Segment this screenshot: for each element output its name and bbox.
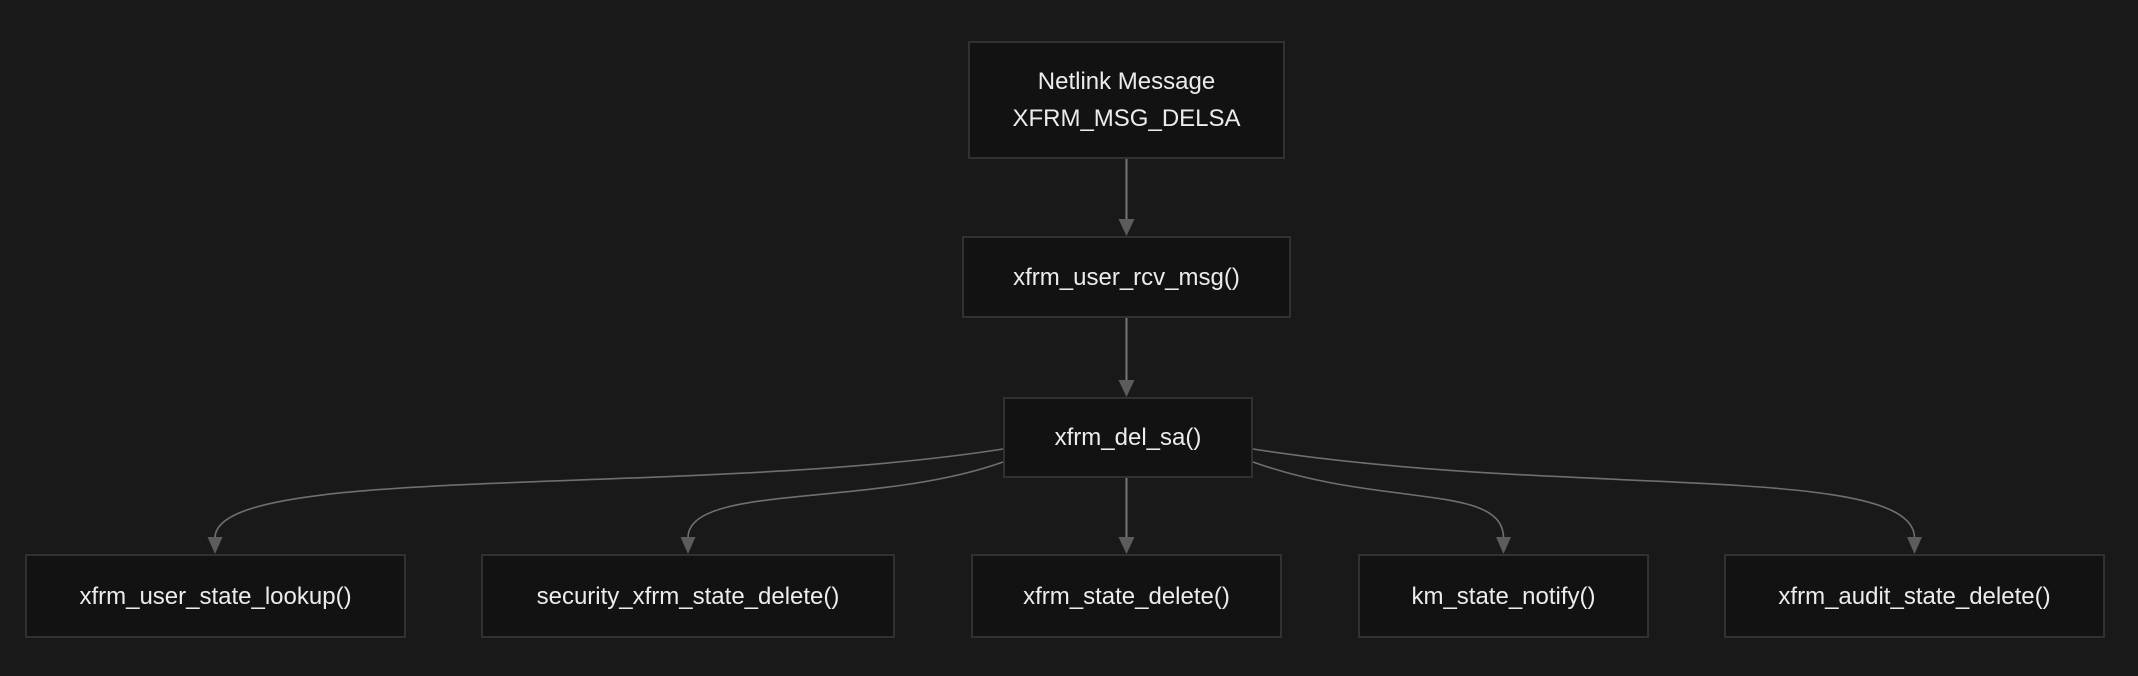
arrowhead-del-sa (1118, 380, 1135, 397)
arrowhead-security-delete (680, 537, 696, 554)
node-netlink-message-line2: XFRM_MSG_DELSA (1012, 105, 1241, 132)
node-netlink-message-line1: Netlink Message (1037, 68, 1216, 95)
node-xfrm-audit-state-delete-label: xfrm_audit_state_delete() (1778, 582, 2051, 610)
arrowhead-state-delete (1118, 537, 1135, 554)
node-xfrm-del-sa: xfrm_del_sa() (1003, 397, 1253, 478)
arrowhead-km-notify (1496, 537, 1511, 554)
arrowhead-lookup (207, 537, 223, 554)
node-km-state-notify-label: km_state_notify() (1411, 582, 1596, 610)
node-xfrm-user-state-lookup-label: xfrm_user_state_lookup() (79, 582, 352, 610)
node-xfrm-state-delete-label: xfrm_state_delete() (1023, 582, 1230, 610)
node-netlink-message: Netlink Message XFRM_MSG_DELSA (968, 41, 1285, 159)
edge-del-sa-to-audit-delete (1252, 448, 1916, 539)
node-xfrm-user-rcv-msg: xfrm_user_rcv_msg() (962, 236, 1291, 318)
node-xfrm-del-sa-label: xfrm_del_sa() (1054, 424, 1202, 451)
edge-del-sa-to-km-notify (1252, 461, 1505, 539)
node-xfrm-user-state-lookup: xfrm_user_state_lookup() (25, 554, 406, 638)
node-xfrm-user-rcv-msg-label: xfrm_user_rcv_msg() (1013, 263, 1240, 291)
arrowhead-audit-delete (1907, 537, 1922, 554)
node-xfrm-state-delete: xfrm_state_delete() (971, 554, 1282, 638)
node-km-state-notify: km_state_notify() (1358, 554, 1649, 638)
arrowhead-rcv-msg (1118, 219, 1135, 236)
edge-del-sa-to-security-delete (687, 461, 1004, 539)
edge-del-sa-to-lookup (214, 448, 1004, 539)
node-xfrm-audit-state-delete: xfrm_audit_state_delete() (1724, 554, 2105, 638)
node-security-xfrm-state-delete-label: security_xfrm_state_delete() (536, 582, 840, 610)
node-security-xfrm-state-delete: security_xfrm_state_delete() (481, 554, 895, 638)
